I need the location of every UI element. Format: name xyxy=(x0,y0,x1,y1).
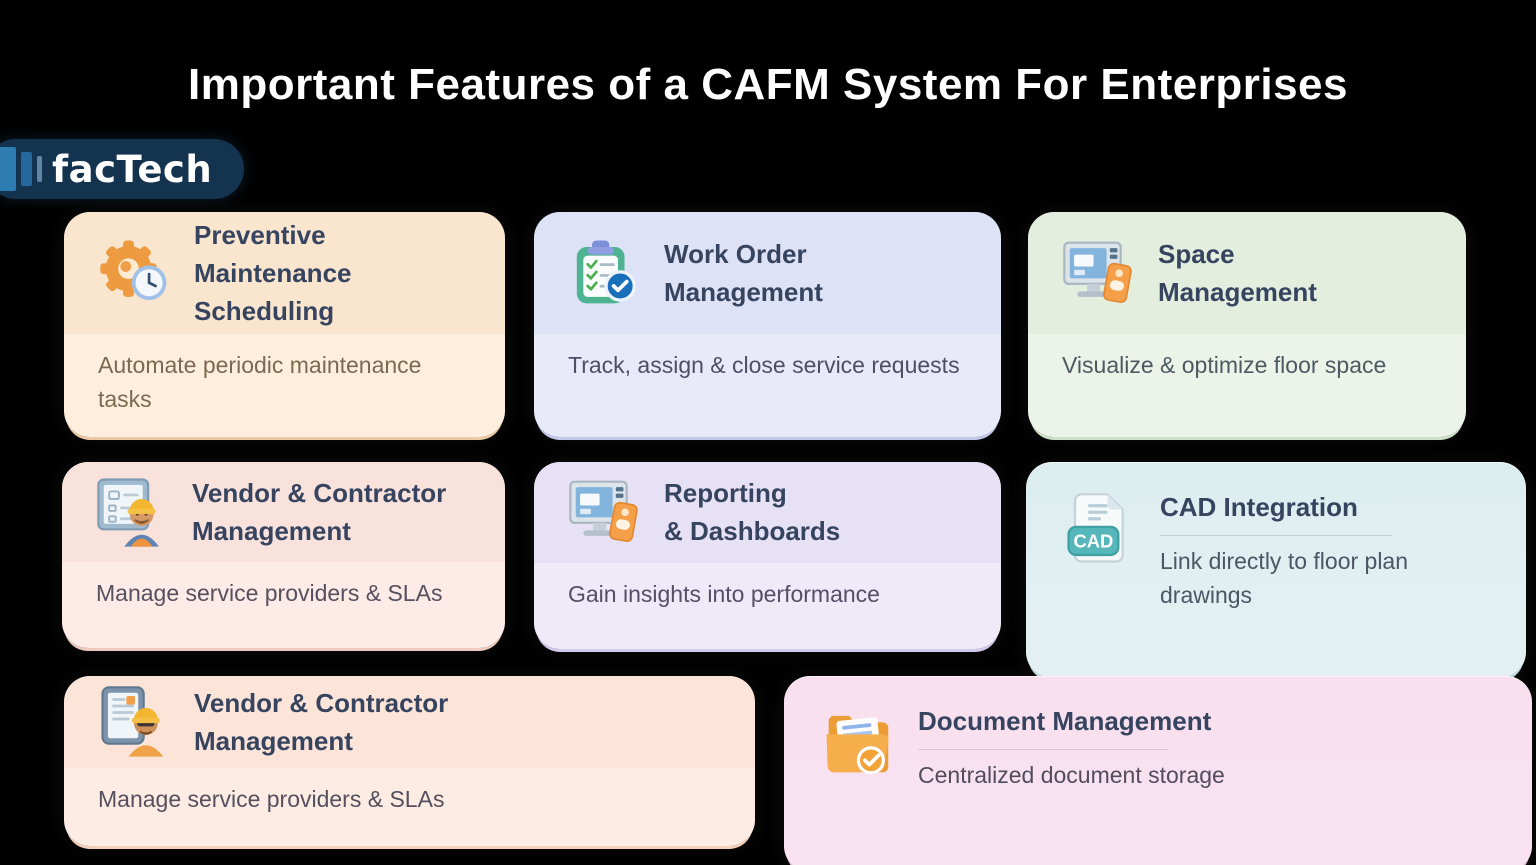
card-header: Space Management xyxy=(1028,212,1466,334)
clipboard-check-icon xyxy=(566,234,644,312)
card-preventive-maintenance-scheduling: Preventive Maintenance Scheduling Automa… xyxy=(64,212,505,437)
card-vendor-contractor-management: Vendor & Contractor Management Manage se… xyxy=(62,462,505,648)
page-title: Important Features of a CAFM System For … xyxy=(188,60,1348,109)
card-description-line: Manage service providers & SLAs xyxy=(98,785,445,812)
card-title-line: Work Order xyxy=(664,238,807,269)
card-title: Space Management xyxy=(1158,235,1317,311)
logo-bar xyxy=(0,147,16,191)
card-title-line: Management xyxy=(192,516,351,547)
card-work-order-management: Work Order Management Track, assign & cl… xyxy=(534,212,1001,437)
card-body: Document Management Centralized document… xyxy=(918,702,1225,792)
card-title-line: & Dashboards xyxy=(664,516,841,547)
card-description-line: Track, assign & close service requests xyxy=(568,351,960,378)
card-description: Track, assign & close service requests xyxy=(568,348,981,382)
card-description-line: Gain insights into performance xyxy=(568,580,880,607)
card-title-line: Management xyxy=(194,725,353,756)
card-title: Document Management xyxy=(918,702,1225,740)
factech-logo-text: facTech xyxy=(52,147,213,191)
card-description-line: Visualize & optimize floor space xyxy=(1062,351,1387,378)
logo-bar xyxy=(21,152,32,186)
card-description-line: Manage service providers & SLAs xyxy=(96,580,443,607)
card-description: Visualize & optimize floor space xyxy=(1062,348,1446,382)
card-title-line: Vendor & Contractor xyxy=(192,478,447,509)
card-description: Link directly to floor plan drawings xyxy=(1160,544,1408,612)
worker-board-icon xyxy=(94,473,172,551)
card-description: Centralized document storage xyxy=(918,758,1225,792)
card-title-line: Document Management xyxy=(918,706,1212,736)
card-description: Gain insights into performance xyxy=(568,577,981,611)
card-description-line: Automate periodic maintenance xyxy=(98,351,422,378)
card-header: Preventive Maintenance Scheduling xyxy=(64,212,505,334)
card-description-line: Centralized document storage xyxy=(918,762,1225,788)
card-document-management: Document Management Centralized document… xyxy=(784,676,1532,865)
card-title-line: Space xyxy=(1158,238,1235,269)
card-body: CAD Integration Link directly to floor p… xyxy=(1160,488,1408,612)
logo-bar xyxy=(37,156,42,182)
divider xyxy=(1160,535,1392,536)
divider xyxy=(918,749,1168,750)
card-header: Reporting & Dashboards xyxy=(534,462,1001,563)
monitor-tag-icon xyxy=(566,473,644,551)
card-description: Manage service providers & SLAs xyxy=(98,782,735,816)
card-title-line: Preventive xyxy=(194,219,326,250)
cad-badge-label: CAD xyxy=(1073,530,1113,551)
card-description-line: tasks xyxy=(98,385,152,412)
folder-check-icon xyxy=(820,704,898,782)
factech-logo: facTech xyxy=(0,139,244,199)
card-title-line: Management xyxy=(1158,276,1317,307)
card-title-line: Management xyxy=(664,276,823,307)
card-reporting-dashboards: Reporting & Dashboards Gain insights int… xyxy=(534,462,1001,649)
card-title: Vendor & Contractor Management xyxy=(192,474,446,550)
card-body: Track, assign & close service requests xyxy=(534,333,1001,437)
card-body: Automate periodic maintenance tasks xyxy=(64,333,505,437)
card-description-line: drawings xyxy=(1160,582,1253,608)
card-body: Manage service providers & SLAs xyxy=(62,562,505,648)
card-header: Vendor & Contractor Management xyxy=(62,462,505,563)
card-title: Preventive Maintenance Scheduling xyxy=(194,216,491,330)
card-body: Manage service providers & SLAs xyxy=(64,767,755,846)
card-description: Manage service providers & SLAs xyxy=(96,576,485,610)
card-title: CAD Integration xyxy=(1160,488,1408,526)
card-vendor-contractor-management-2: Vendor & Contractor Management Manage se… xyxy=(64,676,755,846)
card-title-line: Maintenance Scheduling xyxy=(194,257,352,326)
worker-tablet-icon xyxy=(96,683,174,761)
card-header: Vendor & Contractor Management xyxy=(64,676,755,768)
card-description-line: Link directly to floor plan xyxy=(1160,548,1409,574)
card-header: Work Order Management xyxy=(534,212,1001,334)
card-body: Visualize & optimize floor space xyxy=(1028,333,1466,437)
factech-logo-icon xyxy=(0,139,42,199)
card-space-management: Space Management Visualize & optimize fl… xyxy=(1028,212,1466,437)
card-description: Automate periodic maintenance tasks xyxy=(98,348,485,416)
card-title-line: Vendor & Contractor xyxy=(194,687,449,718)
card-body: Gain insights into performance xyxy=(534,562,1001,649)
card-title: Reporting & Dashboards xyxy=(664,474,840,550)
monitor-tag-icon xyxy=(1060,234,1138,312)
cad-file-icon: CAD xyxy=(1062,490,1140,568)
card-title: Work Order Management xyxy=(664,235,823,311)
card-title-line: Reporting xyxy=(664,478,787,509)
card-cad-integration: CAD CAD Integration Link directly to flo… xyxy=(1026,462,1526,678)
gear-clock-icon xyxy=(96,234,174,312)
card-title: Vendor & Contractor Management xyxy=(194,684,448,760)
card-title-line: CAD Integration xyxy=(1160,492,1358,522)
